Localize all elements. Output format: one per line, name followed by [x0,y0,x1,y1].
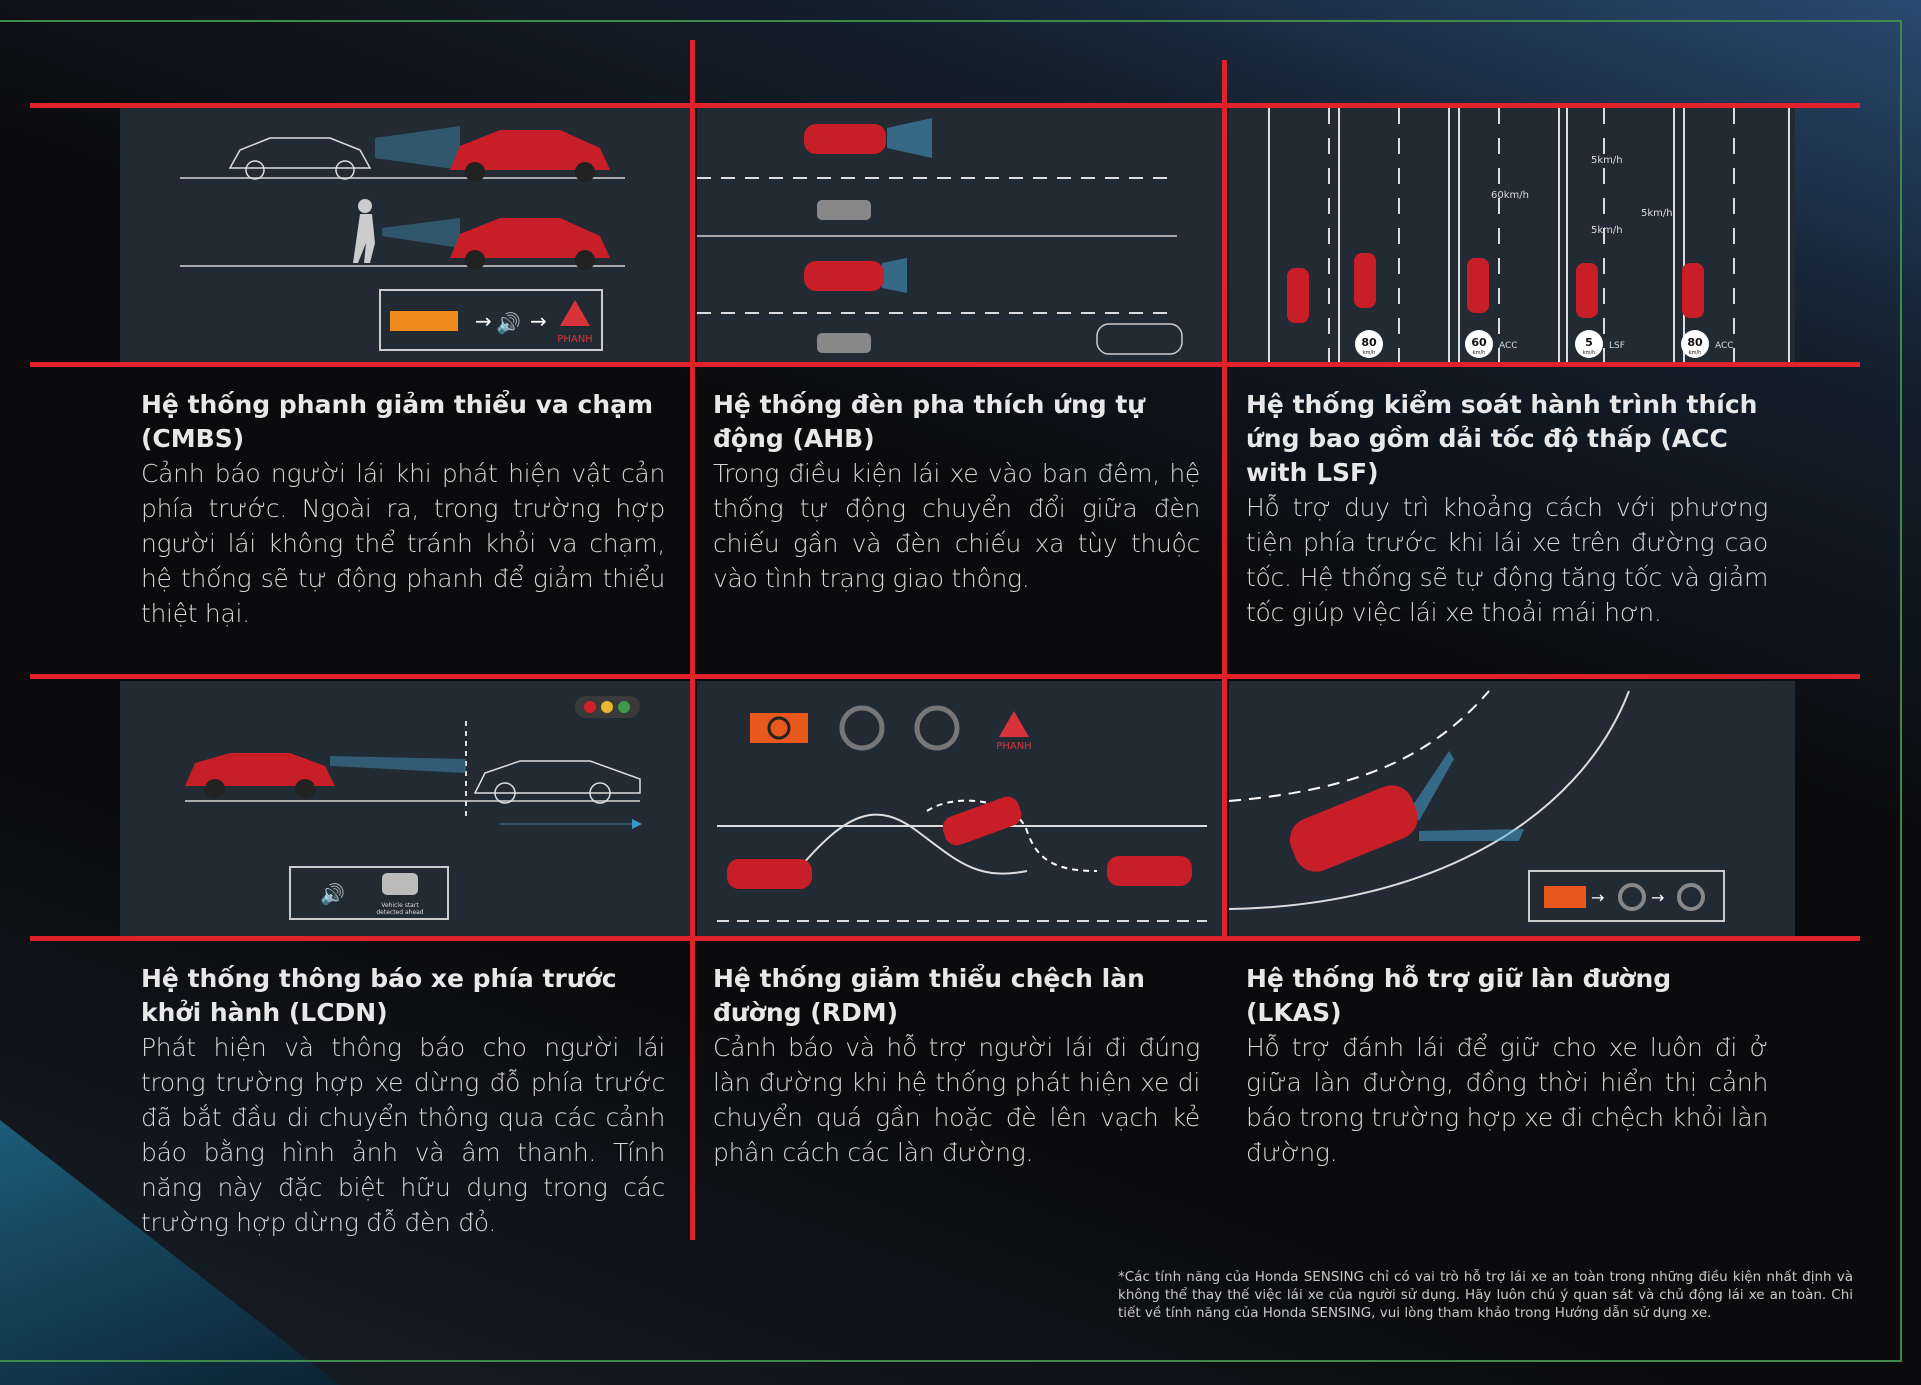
steering-warning-icon [1544,886,1586,908]
feature-description: Hỗ trợ đánh lái để giữ cho xe luôn đi ở … [1246,1033,1768,1167]
speaker-icon: 🔊 [320,882,345,906]
brake-warning-display [390,311,458,331]
svg-text:LSF: LSF [1609,341,1625,351]
red-car [450,130,610,182]
feature-cmbs: Hệ thống phanh giảm thiểu va chạm (CMBS)… [141,388,665,631]
feature-title: Hệ thống kiểm soát hành trình thích ứng … [1246,390,1758,487]
red-car [1289,785,1418,872]
divider [1222,60,1227,940]
feature-title: Hệ thống giảm thiểu chệch làn đường (RDM… [713,964,1145,1027]
feature-lcdn: Hệ thống thông báo xe phía trước khởi hà… [141,962,665,1240]
divider [30,936,1860,941]
svg-text:→: → [530,309,547,333]
speed-badge: 60km/h ACC [1465,330,1518,358]
outline-car [473,760,641,804]
svg-text:PHANH: PHANH [996,741,1031,752]
svg-text:5km/h: 5km/h [1591,225,1623,236]
svg-text:60km/h: 60km/h [1491,190,1529,201]
feature-acc: Hệ thống kiểm soát hành trình thích ứng … [1246,388,1768,630]
svg-text:80: 80 [1361,336,1377,349]
svg-text:60: 60 [1471,336,1487,349]
lkas-illustration: → → [1229,681,1795,938]
svg-text:→: → [1651,888,1664,907]
svg-text:km/h: km/h [1689,350,1702,356]
lcdn-illustration: 🔊 Vehicle start detected ahead [120,681,692,938]
svg-text:5km/h: 5km/h [1641,208,1673,219]
feature-ahb: Hệ thống đèn pha thích ứng tự động (AHB)… [713,388,1200,596]
svg-text:Vehicle start: Vehicle start [381,902,419,909]
divider [30,674,1860,679]
high-beam-icon [817,200,871,220]
feature-rdm: Hệ thống giảm thiểu chệch làn đường (RDM… [713,962,1200,1170]
rdm-illustration: PHANH [697,681,1224,938]
feature-description: Phát hiện và thông báo cho người lái tro… [141,1033,665,1237]
feature-description: Trong điều kiện lái xe vào ban đêm, hệ t… [713,459,1200,593]
warning-triangle-icon [999,711,1029,737]
feature-title: Hệ thống phanh giảm thiểu va chạm (CMBS) [141,390,654,453]
svg-text:→: → [475,309,492,333]
brake-label: PHANH [557,334,592,345]
warning-triangle-icon [560,300,590,326]
divider [690,40,695,1240]
page-frame [0,20,1902,1362]
feature-title: Hệ thống thông báo xe phía trước khởi hà… [141,964,617,1027]
feature-description: Cảnh báo và hỗ trợ người lái đi đúng làn… [713,1033,1200,1167]
ahb-illustration [697,108,1224,364]
red-car [804,261,884,291]
steering-wheel-icon [914,705,960,751]
steering-wheel-icon [1618,883,1646,911]
footnote: *Các tính năng của Honda SENSING chỉ có … [1118,1269,1853,1321]
outline-car [228,137,372,180]
speed-badge: 5km/h LSF [1575,330,1625,358]
oncoming-car [1096,323,1183,355]
feature-title: Hệ thống hỗ trợ giữ làn đường (LKAS) [1246,964,1672,1027]
svg-text:km/h: km/h [1363,350,1376,356]
feature-title: Hệ thống đèn pha thích ứng tự động (AHB) [713,390,1146,453]
divider [30,362,1860,367]
low-beam-icon [817,333,871,353]
feature-description: Hỗ trợ duy trì khoảng cách với phương ti… [1246,493,1768,627]
pedestrian-icon [353,199,375,263]
feature-lkas: Hệ thống hỗ trợ giữ làn đường (LKAS) Hỗ … [1246,962,1768,1170]
svg-text:ACC: ACC [1499,341,1518,351]
svg-text:ACC: ACC [1715,341,1734,351]
steering-wheel-icon [1677,883,1705,911]
divider [30,103,1860,108]
svg-text:5: 5 [1585,336,1593,349]
svg-text:km/h: km/h [1583,350,1596,356]
svg-text:5km/h: 5km/h [1591,155,1623,166]
svg-text:detected ahead: detected ahead [376,909,423,916]
svg-text:km/h: km/h [1473,350,1486,356]
steering-wheel-icon [839,705,885,751]
svg-text:→: → [1591,888,1604,907]
svg-text:80: 80 [1687,336,1703,349]
speaker-icon: 🔊 [496,311,521,335]
feature-description: Cảnh báo người lái khi phát hiện vật cản… [141,459,665,628]
car-rear-icon [382,873,418,895]
red-car [804,124,886,154]
cmbs-illustration: → 🔊 → PHANH [120,108,692,364]
